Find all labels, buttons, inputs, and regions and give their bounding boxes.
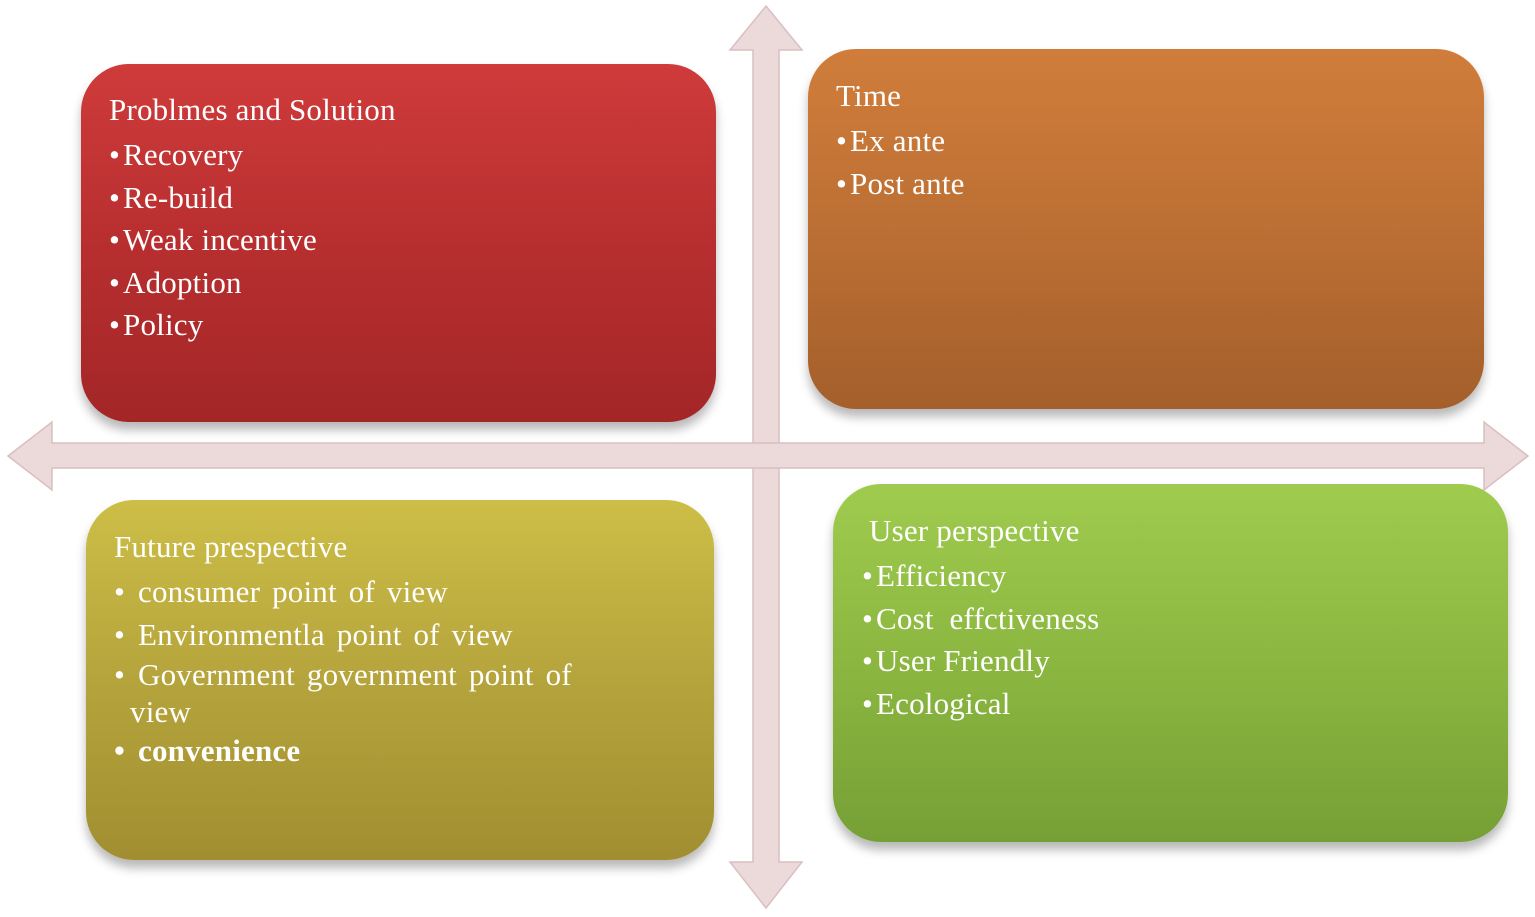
quadrant-title: Time: [836, 78, 902, 113]
horizontal-double-arrow: [6, 420, 1530, 492]
bullet-icon: •: [109, 222, 121, 257]
list-item: •Weak incentive: [109, 219, 716, 262]
quadrant-problems-and-solution: Problmes and Solution •Recovery •Re-buil…: [81, 64, 716, 422]
list-item: •convenience: [114, 730, 714, 773]
quadrant-title: Problmes and Solution: [109, 92, 396, 127]
bullet-icon: •: [109, 179, 121, 215]
list-item: •Recovery: [109, 134, 716, 177]
bullet-icon: •: [862, 643, 874, 678]
bullet-icon: •: [862, 600, 874, 636]
list-item: •Government government point of: [114, 657, 572, 692]
bullet-icon: •: [109, 137, 121, 172]
bullet-icon: •: [109, 307, 121, 342]
quadrant-list: •Efficiency •Cost effctiveness •User Fri…: [862, 555, 1508, 725]
bullet-icon: •: [836, 165, 848, 201]
quadrant-user-perspective: User perspective •Efficiency •Cost effct…: [833, 484, 1508, 842]
bullet-icon: •: [109, 264, 121, 300]
quadrant-title: Future prespective: [114, 529, 348, 564]
quadrant-time: Time •Ex ante •Post ante: [808, 49, 1484, 409]
list-item: •consumer point of view: [114, 571, 714, 614]
bullet-icon: •: [114, 574, 126, 609]
list-item: •Environmentla point of view: [114, 614, 714, 657]
quadrant-list: •consumer point of view •Environmentla p…: [114, 571, 714, 773]
list-item: •User Friendly: [862, 640, 1508, 683]
list-item: •Ex ante: [836, 120, 1484, 163]
quadrant-title: User perspective: [869, 513, 1080, 548]
list-item: •Adoption: [109, 262, 716, 305]
quadrant-future-perspective: Future prespective •consumer point of vi…: [86, 500, 714, 860]
bullet-icon: •: [114, 616, 126, 652]
list-item: •Re-build: [109, 177, 716, 220]
bullet-icon: •: [862, 558, 874, 593]
bullet-icon: •: [114, 657, 126, 692]
list-item: •Ecological: [862, 683, 1508, 726]
list-item: •Cost effctiveness: [862, 598, 1508, 641]
list-item-continuation: view: [130, 694, 192, 729]
bullet-icon: •: [114, 733, 126, 768]
quadrant-list: •Ex ante •Post ante: [836, 120, 1484, 205]
bullet-icon: •: [836, 123, 848, 158]
list-item: •Post ante: [836, 163, 1484, 206]
quadrant-list: •Recovery •Re-build •Weak incentive •Ado…: [109, 134, 716, 347]
list-item: •Policy: [109, 304, 716, 347]
bullet-icon: •: [862, 685, 874, 721]
list-item: •Efficiency: [862, 555, 1508, 598]
